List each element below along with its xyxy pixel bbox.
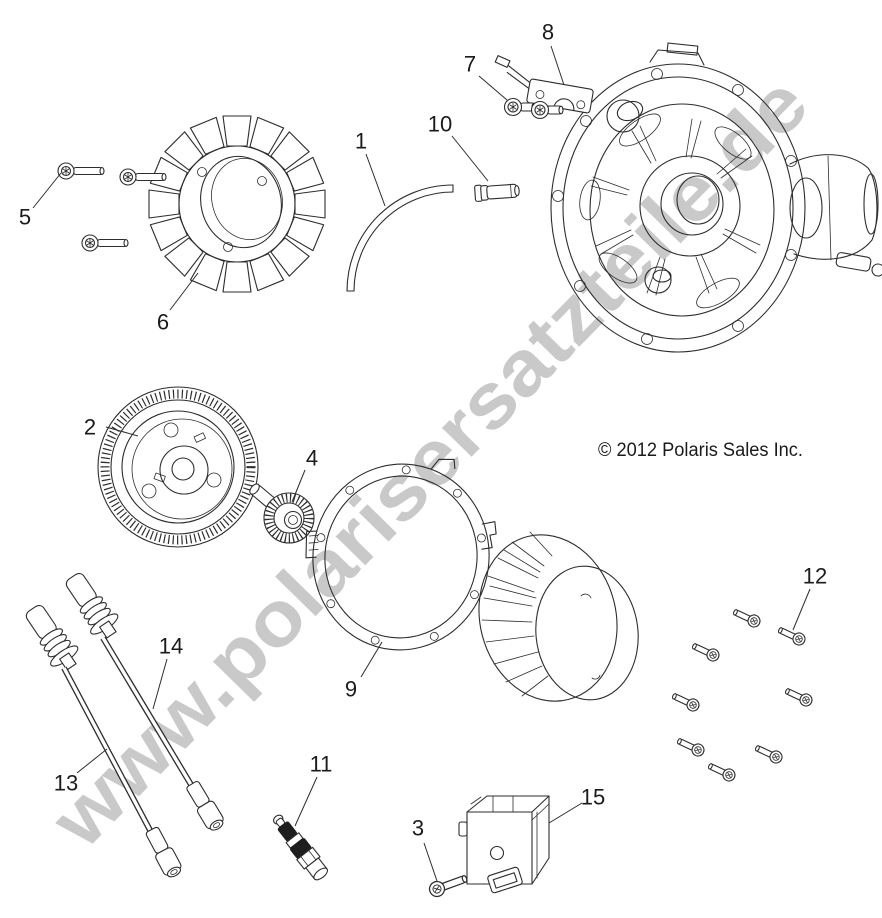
spark-plug-wire-14: [65, 572, 224, 831]
callout-leader-line: [478, 75, 508, 101]
flywheel: [97, 386, 259, 548]
callout-1: 1: [355, 129, 386, 207]
gasket-holes: [316, 465, 486, 645]
callout-leader-line: [152, 658, 168, 710]
callout-leader-line: [169, 272, 199, 311]
callout-number: 5: [19, 205, 31, 230]
housing-bolt-bosses: [552, 68, 797, 345]
callout-number: 11: [310, 752, 333, 777]
crankcase-housing: [550, 42, 882, 353]
callout-11: 11: [294, 752, 333, 827]
callout-number: 10: [428, 112, 452, 137]
callout-number: 3: [412, 816, 424, 841]
callout-8: 8: [542, 20, 565, 86]
callout-number: 8: [542, 20, 554, 45]
callout-14: 14: [152, 634, 183, 710]
callout-leader-line: [294, 776, 318, 827]
stator: [148, 115, 326, 293]
callout-3: 3: [412, 816, 438, 882]
callout-number: 6: [157, 310, 169, 335]
cover-screw: [669, 605, 815, 784]
housing-shaft-extension: [789, 154, 882, 277]
callout-leader-line: [360, 641, 383, 678]
callout-number: 14: [159, 634, 183, 659]
callout-leader-line: [451, 135, 489, 182]
callout-leader-line: [105, 426, 139, 437]
callout-number: 4: [306, 446, 318, 471]
copyright-text: © 2012 Polaris Sales Inc.: [598, 440, 803, 461]
callout-number: 12: [803, 564, 827, 589]
callout-leader-line: [792, 588, 811, 631]
callout-leader-line: [76, 748, 108, 774]
callout-number: 9: [345, 677, 357, 702]
callout-7: 7: [464, 52, 508, 101]
spark-plug-wire-13: [25, 604, 182, 878]
callout-4: 4: [291, 446, 318, 503]
callout-leader-line: [548, 802, 583, 824]
callout-number: 7: [464, 52, 476, 77]
cover-fins: [481, 531, 553, 697]
callout-leader-line: [550, 45, 565, 86]
stator-teeth: [148, 115, 326, 293]
callout-13: 13: [54, 748, 108, 796]
callout-number: 2: [84, 415, 96, 440]
callout-leader-line: [423, 842, 438, 882]
hose-fitting: [474, 183, 520, 202]
callout-leader-line: [365, 153, 386, 207]
housing-pockets: [579, 113, 752, 309]
vent-hose: [346, 184, 454, 292]
callout-number: 15: [581, 785, 605, 810]
callout-leader-line: [32, 172, 62, 209]
callout-number: 1: [355, 129, 367, 154]
callout-10: 10: [428, 112, 489, 182]
pinion-gear: [249, 483, 315, 544]
callout-12: 12: [792, 564, 827, 631]
spark-plug: [273, 814, 329, 881]
callout-15: 15: [548, 785, 605, 824]
callout-2: 2: [84, 415, 139, 440]
callout-number: 13: [54, 771, 78, 796]
ignition-coil: [458, 795, 550, 894]
callout-9: 9: [345, 641, 383, 702]
callout-6: 6: [157, 272, 199, 335]
magneto-cover: [478, 531, 639, 702]
coil-bolt: [428, 875, 468, 898]
callout-5: 5: [19, 172, 62, 230]
callout-leader-line: [291, 469, 306, 503]
